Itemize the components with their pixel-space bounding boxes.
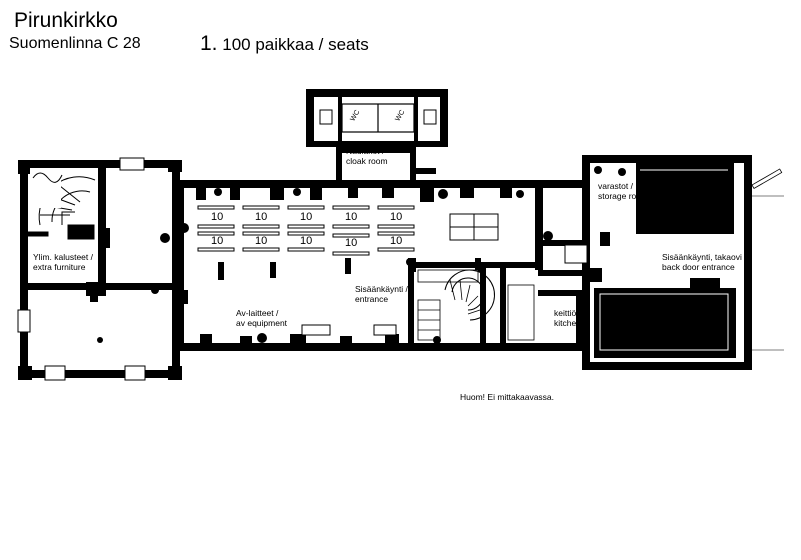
storage-room-label: varastot /storage ro [598,181,637,201]
west-wing-piers [17,157,182,381]
table-seats: 10 [390,211,403,223]
capacity-label: 100 paikkaa / seats [222,35,369,54]
table-seats: 10 [345,211,358,223]
table-seats: 10 [255,211,268,223]
extra-furniture-label: Ylim. kalusteet /extra furniture [33,252,93,272]
table-seats: 10 [300,235,313,247]
table-seats: 10 [211,235,224,247]
venue-address: Suomenlinna C 28 [9,35,141,52]
main-hall-piers-top [196,184,524,202]
spiral-stair-west [27,168,96,240]
capacity-number: 1. [200,32,218,55]
venue-title: Pirunkirkko [14,9,118,32]
main-hall-walls [178,180,588,351]
table-seats: 10 [211,211,224,223]
wc-annex [306,89,448,181]
table-seats: 10 [255,235,268,247]
entrance-label: Sisäänkäynti /entrance [355,284,408,304]
entrance-hall [408,262,540,350]
scale-note: Huom! Ei mittakaavassa. [460,392,555,402]
back-door-label: Sisäänkäynti, takaovi /back door entranc… [662,252,747,272]
cloak-room-label: Naulakot /cloak room [346,146,388,166]
table-seats: 10 [345,237,358,249]
east-wing [538,155,784,370]
table-seats: 10 [390,235,403,247]
av-equipment-label: Av-laitteet /av equipment [236,308,288,328]
capacity-heading: 1. 100 paikkaa / seats [200,33,369,54]
hall-furniture [197,205,499,336]
main-hall-piers-bottom [176,223,399,348]
kitchen-label: keittiö /kitchen [554,308,581,328]
table-seats: 10 [300,211,313,223]
